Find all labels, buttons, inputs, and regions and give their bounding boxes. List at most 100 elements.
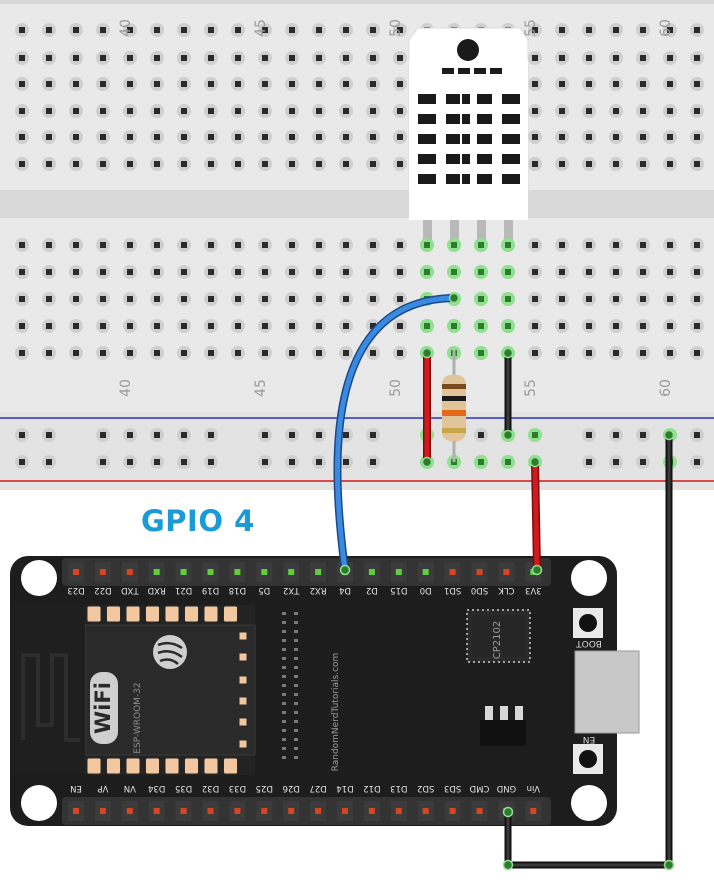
wires bbox=[333, 294, 673, 869]
breadboard-hole-core bbox=[262, 242, 268, 248]
top-pin-label: SD1 bbox=[444, 585, 461, 595]
breadboard-hole-core bbox=[316, 27, 322, 33]
breadboard-hole-core bbox=[181, 161, 187, 167]
module-side-pad bbox=[238, 652, 248, 662]
module-pad bbox=[164, 605, 180, 623]
top-pin-label: D2 bbox=[366, 585, 378, 595]
board-trace bbox=[282, 693, 286, 696]
module-pad bbox=[125, 605, 141, 623]
breadboard-hole-core bbox=[262, 161, 268, 167]
breadboard-hole-core bbox=[640, 432, 646, 438]
breadboard-hole-core bbox=[46, 269, 52, 275]
breadboard-hole-core bbox=[181, 242, 187, 248]
breadboard-hole-core bbox=[640, 242, 646, 248]
sensor-grill-slot bbox=[502, 94, 520, 104]
board-trace bbox=[294, 693, 298, 696]
breadboard-hole-core bbox=[640, 27, 646, 33]
breadboard-hole-core bbox=[46, 108, 52, 114]
wire-end bbox=[502, 429, 514, 441]
wire-end bbox=[663, 429, 675, 441]
board-trace bbox=[282, 630, 286, 633]
breadboard-hole-core bbox=[100, 432, 106, 438]
bottom-pin-label: SD2 bbox=[417, 783, 434, 793]
wire-end bbox=[339, 564, 351, 576]
board-trace bbox=[282, 684, 286, 687]
column-number: 40 bbox=[118, 19, 134, 37]
breadboard-hole-core bbox=[397, 296, 403, 302]
breadboard-hole-core bbox=[316, 55, 322, 61]
header-pin bbox=[73, 808, 79, 814]
breadboard-hole-core bbox=[559, 323, 565, 329]
connected-hole-core bbox=[532, 432, 538, 438]
breadboard-hole-core bbox=[667, 161, 673, 167]
board-trace bbox=[282, 675, 286, 678]
module-pad bbox=[164, 757, 180, 775]
header-pin bbox=[315, 569, 322, 575]
breadboard-hole-core bbox=[316, 242, 322, 248]
site-text: RandomNerdTutorials.com bbox=[331, 653, 341, 772]
breadboard-hole-core bbox=[640, 323, 646, 329]
breadboard-hole-core bbox=[559, 55, 565, 61]
breadboard-hole-core bbox=[100, 350, 106, 356]
breadboard-hole-core bbox=[640, 81, 646, 87]
connected-hole-core bbox=[505, 459, 511, 465]
top-pin-label: TXD bbox=[121, 585, 140, 595]
board-trace bbox=[282, 720, 286, 723]
breadboard-hole-core bbox=[208, 242, 214, 248]
header-pin bbox=[395, 569, 402, 575]
breadboard-hole-core bbox=[154, 81, 160, 87]
breadboard-hole-core bbox=[370, 27, 376, 33]
breadboard-hole-core bbox=[262, 269, 268, 275]
breadboard-hole-core bbox=[613, 134, 619, 140]
breadboard-hole-core bbox=[370, 323, 376, 329]
breadboard-hole-core bbox=[640, 55, 646, 61]
breadboard-hole-core bbox=[73, 296, 79, 302]
connected-hole-core bbox=[451, 323, 457, 329]
breadboard-hole-core bbox=[289, 459, 295, 465]
breadboard-hole-core bbox=[343, 432, 349, 438]
breadboard-hole-core bbox=[667, 350, 673, 356]
sensor-grill-slot bbox=[446, 94, 464, 104]
module-pad bbox=[145, 605, 160, 623]
breadboard-hole-core bbox=[532, 108, 538, 114]
breadboard-hole-core bbox=[586, 81, 592, 87]
breadboard-hole-core bbox=[289, 242, 295, 248]
breadboard-hole-core bbox=[370, 108, 376, 114]
column-number: 50 bbox=[388, 19, 404, 37]
sensor-grill-slot bbox=[462, 114, 470, 124]
breadboard-hole-core bbox=[316, 269, 322, 275]
breadboard-hole-core bbox=[694, 459, 700, 465]
module-side-pad bbox=[238, 631, 248, 641]
breadboard-hole-core bbox=[370, 296, 376, 302]
header-pin bbox=[73, 569, 79, 575]
breadboard-hole-core bbox=[532, 296, 538, 302]
breadboard-hole-core bbox=[640, 134, 646, 140]
breadboard-hole-core bbox=[73, 134, 79, 140]
header-pin bbox=[342, 808, 348, 814]
sensor-grill-slot bbox=[446, 134, 464, 144]
breadboard-hole-core bbox=[559, 81, 565, 87]
breadboard-hole-core bbox=[289, 432, 295, 438]
breadboard-hole-core bbox=[208, 81, 214, 87]
breadboard-hole-core bbox=[154, 55, 160, 61]
header-pin bbox=[503, 569, 510, 575]
breadboard-hole-core bbox=[559, 296, 565, 302]
breadboard-hole-core bbox=[694, 242, 700, 248]
breadboard-hole-core bbox=[262, 323, 268, 329]
breadboard-hole-core bbox=[46, 296, 52, 302]
sensor-grill-slot bbox=[474, 154, 492, 164]
breadboard-hole-core bbox=[100, 296, 106, 302]
breadboard-hole-core bbox=[397, 81, 403, 87]
board-trace bbox=[294, 729, 298, 732]
breadboard-hole-core bbox=[667, 134, 673, 140]
top-pin-label: CLK bbox=[498, 585, 515, 595]
column-number: 45 bbox=[253, 379, 269, 397]
breadboard-hole-core bbox=[586, 27, 592, 33]
breadboard-hole-core bbox=[127, 108, 133, 114]
breadboard-hole-core bbox=[343, 269, 349, 275]
connected-hole-core bbox=[478, 323, 484, 329]
board-trace bbox=[294, 747, 298, 750]
sensor-grill-slot bbox=[474, 114, 492, 124]
board-trace bbox=[282, 666, 286, 669]
module-pad bbox=[203, 605, 219, 623]
